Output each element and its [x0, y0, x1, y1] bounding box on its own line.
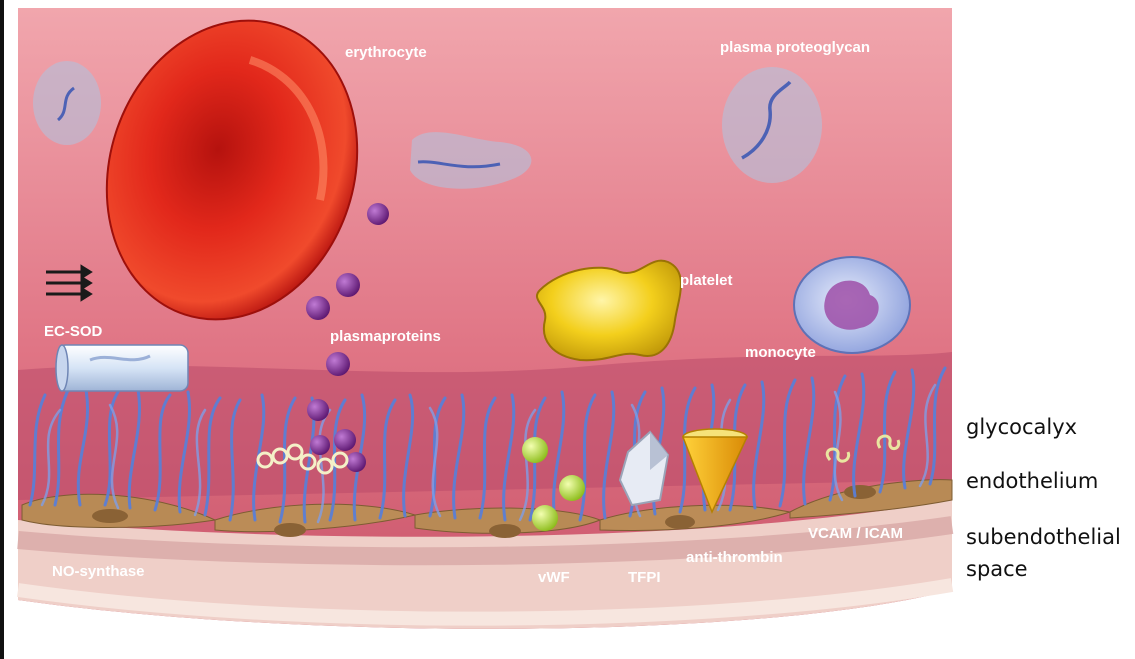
vwf-label: vWF: [538, 569, 570, 586]
glycocalyx-side-label: glycocalyx: [966, 413, 1077, 441]
ec-sod-cylinder: [56, 345, 188, 391]
platelet-label: platelet: [680, 272, 733, 289]
plasma-proteoglycan-3: [722, 67, 822, 183]
plasma-proteoglycan-1: [33, 61, 101, 145]
no-synthase-label: NO-synthase: [52, 563, 145, 580]
ec-sod-label: EC-SOD: [44, 323, 103, 340]
monocyte-label: monocyte: [745, 344, 816, 361]
vcam-icam-label: VCAM / ICAM: [808, 525, 903, 542]
space-side-label: space: [966, 555, 1028, 583]
plasmaproteins-label: plasmaproteins: [330, 328, 441, 345]
anti-thrombin-label: anti-thrombin: [686, 549, 783, 566]
endothelium-side-label: endothelium: [966, 467, 1098, 495]
subendothelial-side-label: subendothelial: [966, 523, 1121, 551]
monocyte-cell: [794, 257, 910, 353]
erythrocyte-label: erythrocyte: [345, 44, 427, 61]
tfpi-label: TFPI: [628, 569, 661, 586]
plasma-proteoglycan-label: plasma proteoglycan: [720, 39, 870, 56]
flow-arrows-icon: [46, 267, 90, 299]
